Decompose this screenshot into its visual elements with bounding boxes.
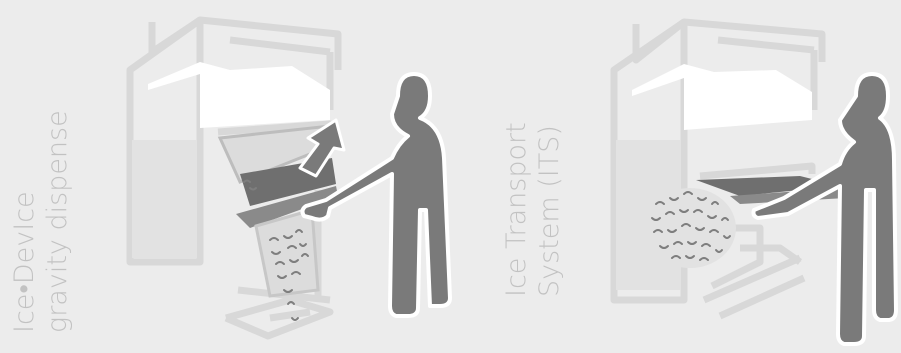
ice-device-illustration (130, 20, 450, 336)
its-illustration (614, 22, 896, 344)
ice-device-window (148, 62, 330, 128)
ice-pile (644, 188, 736, 268)
its-window (632, 64, 812, 130)
ice-device-side-panel (132, 140, 196, 258)
